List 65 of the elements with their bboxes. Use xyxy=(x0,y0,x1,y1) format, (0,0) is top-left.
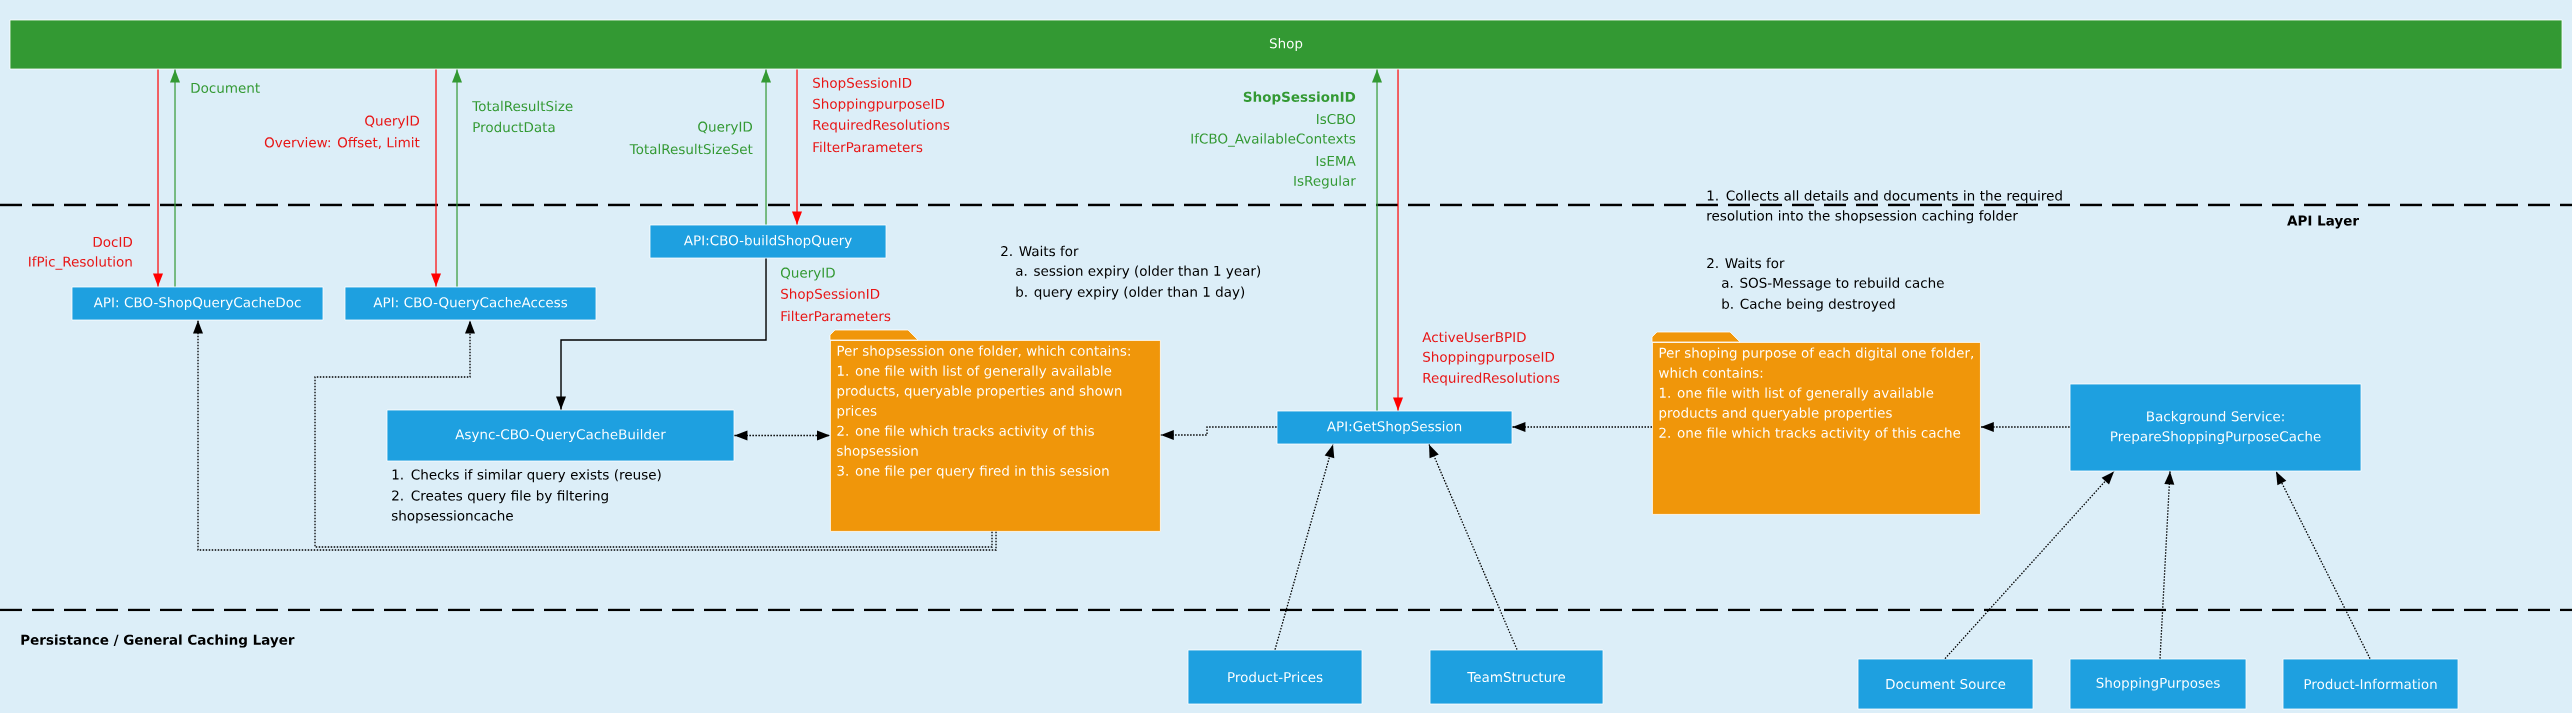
parameter-label: FilterParameters xyxy=(781,310,891,322)
arrow xyxy=(1393,68,1403,412)
arrow xyxy=(314,319,993,548)
parameter-label: Overview: Offset, Limit xyxy=(264,137,420,149)
arrow xyxy=(2275,470,2371,660)
service-box: API:GetShopSession xyxy=(1276,410,1513,445)
arrow xyxy=(792,68,802,226)
parameter-label: TotalResultSizeSet xyxy=(629,143,753,155)
service-box: Product-Prices xyxy=(1187,649,1363,705)
parameter-label: TotalResultSize xyxy=(472,100,573,112)
arrow xyxy=(761,68,771,226)
arrow xyxy=(1428,443,1518,651)
service-box: API: CBO-QueryCacheAccess xyxy=(344,286,597,321)
note-text: a. session expiry (older than 1 year) xyxy=(1016,265,1261,279)
parameter-label: RequiredResolutions xyxy=(1423,372,1560,386)
arrow xyxy=(170,68,180,288)
parameter-label: DocID xyxy=(93,237,132,247)
service-box: Document Source xyxy=(1857,658,2034,710)
arrow xyxy=(452,68,462,288)
system-bar: Shop xyxy=(9,19,2563,70)
parameter-label: ActiveUserBPID xyxy=(1422,331,1526,343)
note-text: 1. Collects all details and documents in the required resolution into the shopsession caching folder xyxy=(1707,190,2062,224)
note-text: 2. Waits for xyxy=(1001,245,1079,257)
note-text: b. Cache being destroyed xyxy=(1722,298,1895,312)
arrow xyxy=(1160,426,1278,440)
arrow xyxy=(1980,422,2071,432)
note-text: 2. Waits for xyxy=(1707,257,1785,269)
layer-label: API Layer xyxy=(2287,215,2359,229)
parameter-label: Document xyxy=(191,83,260,93)
arrow xyxy=(153,68,163,288)
arrow xyxy=(1511,422,1653,432)
parameter-label: ShoppingpurposeID xyxy=(813,98,945,112)
service-box: Background Service: PrepareShoppingPurposeCache xyxy=(2069,383,2362,472)
layer-label: Persistance / General Caching Layer xyxy=(21,634,295,648)
parameter-label: ProductData xyxy=(473,121,555,133)
arrow xyxy=(193,319,997,551)
arrow xyxy=(2159,470,2175,660)
parameter-label: FilterParameters xyxy=(813,141,923,153)
service-box: API:CBO-buildShopQuery xyxy=(649,224,887,259)
arrow xyxy=(1944,470,2115,660)
parameter-label: IfCBO_AvailableContexts xyxy=(1191,133,1356,147)
parameter-label: IsCBO xyxy=(1317,113,1356,125)
service-box: Async-CBO-QueryCacheBuilder xyxy=(386,409,735,462)
arrow xyxy=(1274,443,1335,651)
parameter-label: IsRegular xyxy=(1294,175,1356,189)
parameter-label: ShopSessionID xyxy=(781,288,880,302)
note-text: 2. Creates query file by filtering shopsessioncache xyxy=(391,490,608,524)
note-text: a. SOS-Message to rebuild cache xyxy=(1722,277,1944,291)
note-text: b. query expiry (older than 1 day) xyxy=(1016,286,1245,300)
note-text: 1. Checks if similar query exists (reuse) xyxy=(392,469,661,483)
parameter-label: IfPic_Resolution xyxy=(29,256,132,270)
parameter-label: ShoppingpurposeID xyxy=(1423,351,1555,365)
arrow xyxy=(556,257,767,411)
service-box: TeamStructure xyxy=(1429,649,1604,705)
service-box: ShoppingPurposes xyxy=(2069,658,2247,710)
parameter-label: IsEMA xyxy=(1316,156,1356,166)
arrow xyxy=(733,430,831,441)
parameter-label: ShopSessionID xyxy=(1243,91,1356,105)
arrow xyxy=(1372,68,1382,412)
parameter-label: RequiredResolutions xyxy=(813,119,950,133)
service-box: API: CBO-ShopQueryCacheDoc xyxy=(71,286,324,321)
service-box: Product-Information xyxy=(2282,658,2459,710)
arrow xyxy=(431,68,441,288)
parameter-label: QueryID xyxy=(698,121,752,135)
parameter-label: QueryID xyxy=(365,115,419,129)
